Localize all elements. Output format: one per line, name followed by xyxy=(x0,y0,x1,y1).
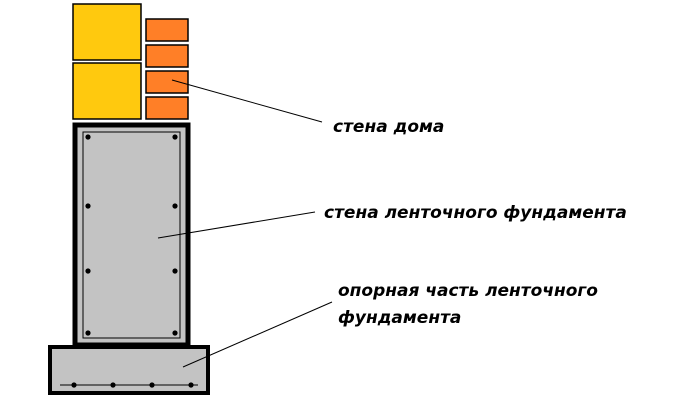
foundation-wall-rebar-cage xyxy=(82,131,181,339)
rebar-dot xyxy=(110,382,116,388)
rebar-dot xyxy=(85,330,91,336)
rebar-dot xyxy=(172,330,178,336)
brick-1 xyxy=(145,18,189,42)
wall-block-upper xyxy=(72,3,142,61)
label-strip-foundation-support-line2: фундамента xyxy=(338,308,462,328)
rebar-dot xyxy=(172,268,178,274)
footing-rebar-dots xyxy=(71,382,194,388)
rebar-dot xyxy=(71,382,77,388)
rebar-dot xyxy=(85,268,91,274)
label-strip-foundation-support-line1: опорная часть ленточного xyxy=(338,281,598,301)
label-strip-foundation-wall: стена ленточного фундамента xyxy=(324,203,627,223)
rebar-dot xyxy=(149,382,155,388)
rebar-dot xyxy=(85,203,91,209)
brick-2 xyxy=(145,44,189,68)
brick-3 xyxy=(145,70,189,94)
leader-line-foundation-wall xyxy=(157,211,316,239)
foundation-wall xyxy=(72,122,191,348)
brick-4 xyxy=(145,96,189,120)
leader-line-footing xyxy=(182,301,333,368)
rebar-dot xyxy=(172,134,178,140)
wall-rebar-dots xyxy=(85,134,178,336)
rebar-dot xyxy=(172,203,178,209)
leader-line-house-wall xyxy=(171,79,323,123)
rebar-dot xyxy=(188,382,194,388)
wall-block-lower xyxy=(72,62,142,120)
label-house-wall: стена дома xyxy=(333,117,445,137)
rebar-dot xyxy=(85,134,91,140)
